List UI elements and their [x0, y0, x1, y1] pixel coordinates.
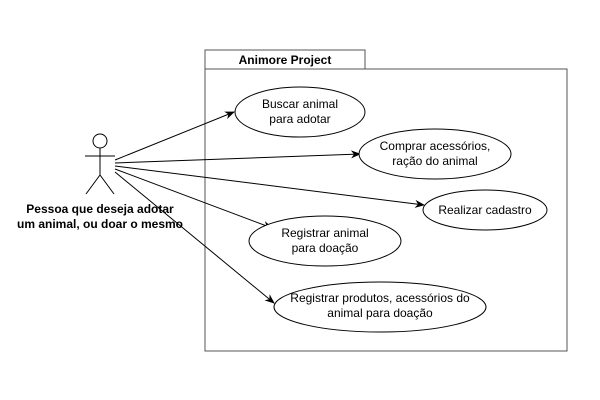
use-case-comprar-acessorios[interactable]: Comprar acessórios, ração do animal: [358, 128, 512, 180]
use-case-label-line2: para doação: [292, 241, 359, 255]
use-case-registrar-produtos[interactable]: Registrar produtos, acessórios do animal…: [273, 281, 487, 333]
use-case-label-line2: para adotar: [269, 112, 330, 126]
use-case-ellipse: [273, 281, 487, 333]
use-case-registrar-animal[interactable]: Registrar animal para doação: [248, 215, 402, 267]
use-case-label-line2: ração do animal: [392, 154, 477, 168]
use-case-ellipse: [422, 189, 548, 231]
use-case-label-line1: Registrar animal: [281, 226, 368, 240]
use-case-label-line1: Buscar animal: [262, 97, 338, 111]
use-case-realizar-cadastro[interactable]: Realizar cadastro: [422, 189, 548, 231]
association-comprar-acessorios: [114, 150, 361, 164]
use-case-label-line2: animal para doação: [327, 306, 433, 320]
actor[interactable]: [85, 133, 115, 195]
associations: [114, 111, 425, 304]
use-case-ellipse: [248, 215, 402, 267]
use-case-ellipse: [358, 128, 512, 180]
actor-right-leg: [99, 174, 115, 195]
use-case-label-line1: Comprar acessórios,: [380, 139, 491, 153]
association-registrar-produtos: [114, 171, 275, 304]
association-registrar-animal: [114, 168, 273, 229]
use-case-ellipse: [234, 86, 366, 138]
use-case-label-line1: Realizar cadastro: [438, 203, 532, 217]
system-title: Animore Project: [239, 53, 332, 67]
actor-left-leg: [85, 174, 101, 195]
actor-label-line2: um animal, ou doar o mesmo: [17, 217, 183, 231]
association-realizar-cadastro: [114, 165, 425, 208]
use-case-label-line1: Registrar produtos, acessórios do: [290, 291, 470, 305]
actor-label-line1: Pessoa que deseja adotar: [26, 202, 174, 216]
use-case-buscar-animal[interactable]: Buscar animal para adotar: [234, 86, 366, 138]
association-buscar-animal: [114, 111, 235, 161]
actor-head: [92, 133, 108, 149]
